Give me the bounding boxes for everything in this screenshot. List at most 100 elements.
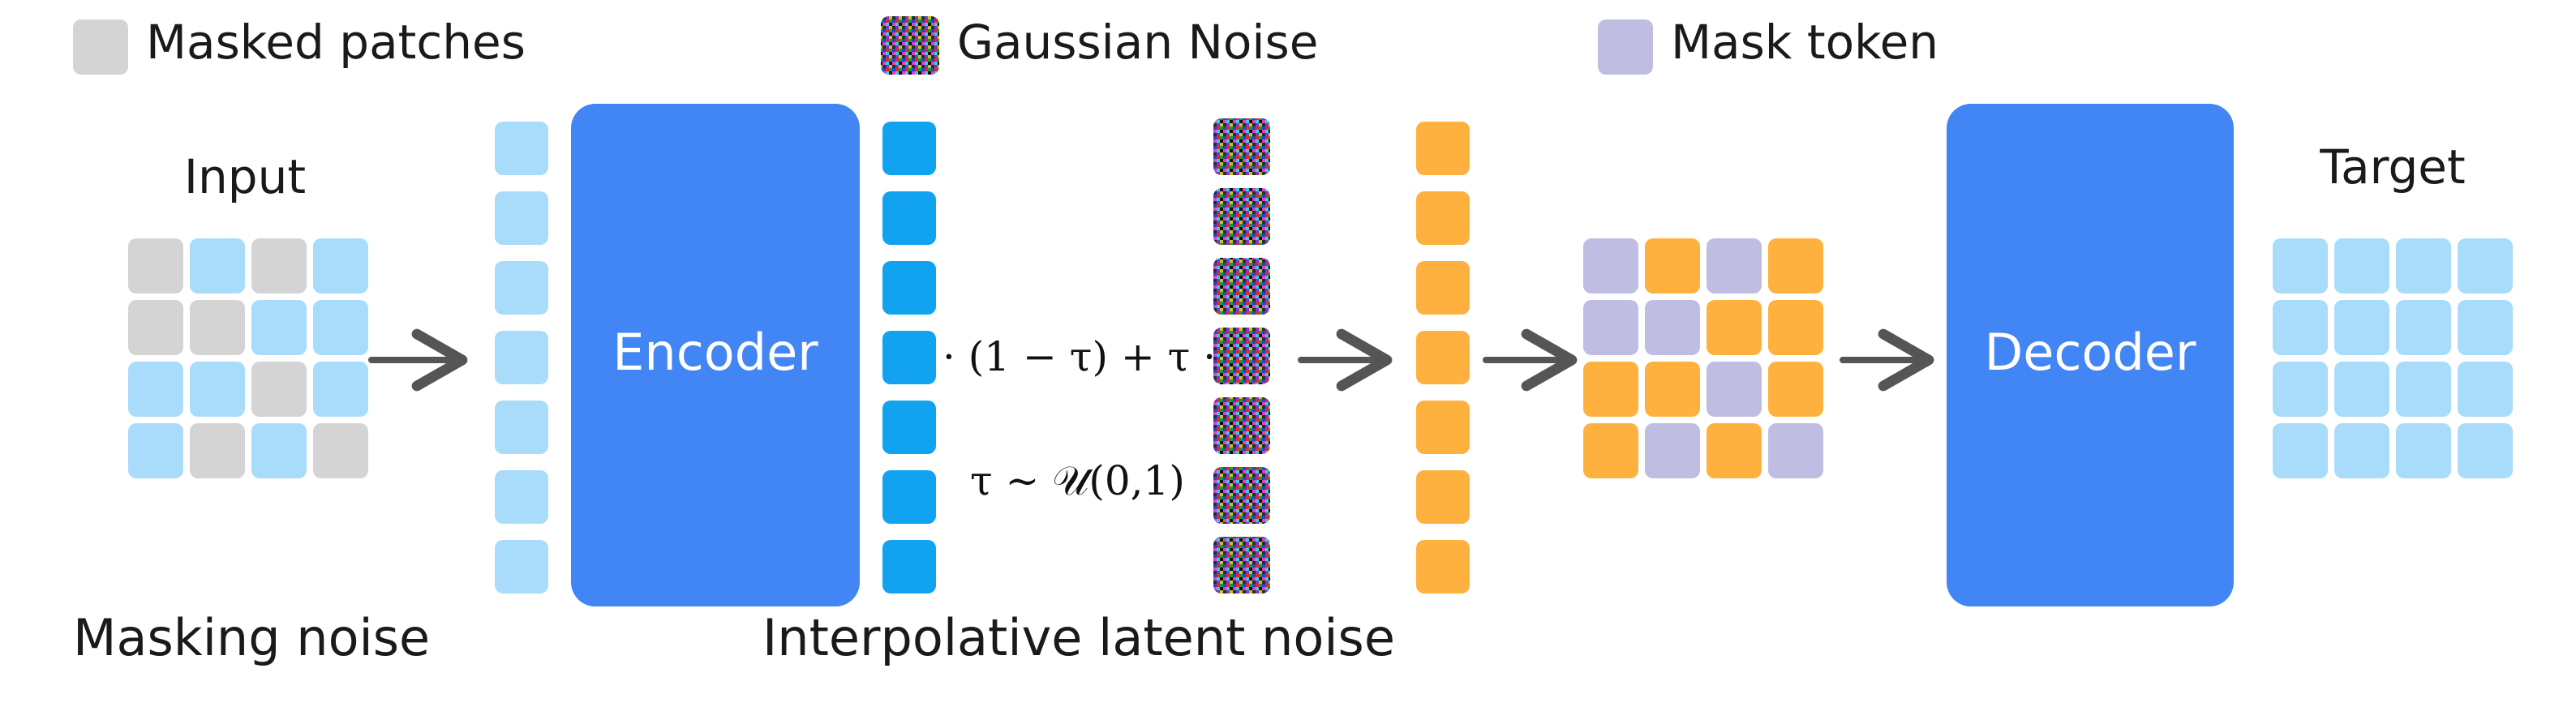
decoder-input-patch-mask xyxy=(1583,300,1638,355)
gaussian-noise-column xyxy=(1213,118,1270,593)
target-patch-visible xyxy=(2458,362,2513,417)
legend-masked-label: Masked patches xyxy=(146,15,526,70)
noised-token xyxy=(1416,470,1470,524)
target-patch-grid xyxy=(2273,238,2513,478)
noised-token xyxy=(1416,401,1470,454)
encoder-label: Encoder xyxy=(612,323,818,382)
visible-token-column xyxy=(495,122,548,593)
target-patch-visible xyxy=(2273,362,2328,417)
target-patch-visible xyxy=(2458,238,2513,294)
target-patch-visible xyxy=(2273,423,2328,478)
visible-token xyxy=(495,331,548,384)
visible-token xyxy=(495,261,548,315)
encoder-token xyxy=(882,191,936,245)
legend-mask-token-swatch xyxy=(1598,19,1653,75)
gaussian-noise-icon xyxy=(881,16,939,75)
gaussian-noise-icon xyxy=(1213,397,1270,454)
gaussian-noise-icon xyxy=(1213,537,1270,593)
encoder-token xyxy=(882,122,936,175)
decoder-input-patch-latent xyxy=(1768,362,1823,417)
noised-token xyxy=(1416,191,1470,245)
interpolative-noise-caption: Interpolative latent noise xyxy=(762,608,1395,667)
legend-noise-label: Gaussian Noise xyxy=(957,15,1318,70)
legend-mask-token-label: Mask token xyxy=(1671,15,1938,70)
input-patch-visible xyxy=(190,362,245,417)
input-label: Input xyxy=(184,149,306,204)
encoder-token xyxy=(882,470,936,524)
decoder-input-grid xyxy=(1583,238,1823,478)
noised-token xyxy=(1416,540,1470,593)
noised-token xyxy=(1416,331,1470,384)
decoder-input-patch-latent xyxy=(1583,423,1638,478)
gaussian-noise-icon xyxy=(1213,467,1270,524)
decoder-input-patch-latent xyxy=(1707,300,1762,355)
noised-latent-token-column xyxy=(1416,122,1470,593)
input-patch-visible xyxy=(190,238,245,294)
input-patch-masked xyxy=(313,423,368,478)
target-patch-visible xyxy=(2396,238,2451,294)
decoder-label: Decoder xyxy=(1985,323,2196,382)
encoder-token xyxy=(882,261,936,315)
decoder-input-patch-mask xyxy=(1768,423,1823,478)
visible-token xyxy=(495,470,548,524)
target-patch-visible xyxy=(2396,423,2451,478)
target-patch-visible xyxy=(2458,300,2513,355)
target-patch-visible xyxy=(2334,423,2389,478)
target-patch-visible xyxy=(2396,362,2451,417)
decoder-input-patch-mask xyxy=(1707,362,1762,417)
visible-token xyxy=(495,122,548,175)
decoder-input-patch-latent xyxy=(1768,300,1823,355)
target-patch-visible xyxy=(2396,300,2451,355)
encoder-token xyxy=(882,401,936,454)
tau-distribution: τ ∼ 𝒰(0,1) xyxy=(970,457,1185,504)
visible-token xyxy=(495,540,548,593)
noised-token xyxy=(1416,261,1470,315)
decoder-input-patch-latent xyxy=(1645,362,1700,417)
input-patch-masked xyxy=(190,300,245,355)
encoder-token xyxy=(882,331,936,384)
interpolation-formula: · (1 − τ) + τ · xyxy=(942,333,1216,380)
noised-token xyxy=(1416,122,1470,175)
decoder-block xyxy=(1947,104,2234,606)
gaussian-noise-icon xyxy=(1213,258,1270,315)
decoder-input-patch-latent xyxy=(1707,423,1762,478)
decoder-input-patch-mask xyxy=(1583,238,1638,294)
input-patch-visible xyxy=(251,300,307,355)
decoder-input-patch-mask xyxy=(1645,423,1700,478)
gaussian-noise-icon xyxy=(1213,118,1270,175)
encoder-token xyxy=(882,540,936,593)
target-patch-visible xyxy=(2334,362,2389,417)
target-patch-visible xyxy=(2334,238,2389,294)
input-patch-visible xyxy=(313,300,368,355)
visible-token xyxy=(495,401,548,454)
input-patch-masked xyxy=(128,238,183,294)
decoder-input-patch-mask xyxy=(1645,300,1700,355)
target-label: Target xyxy=(2319,139,2465,195)
input-patch-visible xyxy=(128,423,183,478)
decoder-input-patch-mask xyxy=(1707,238,1762,294)
encoder-block xyxy=(571,104,860,606)
decoder-input-patch-latent xyxy=(1768,238,1823,294)
target-patch-visible xyxy=(2273,300,2328,355)
target-patch-visible xyxy=(2273,238,2328,294)
visible-token xyxy=(495,191,548,245)
input-patch-masked xyxy=(251,362,307,417)
input-patch-grid xyxy=(128,238,368,478)
input-patch-visible xyxy=(313,362,368,417)
input-patch-masked xyxy=(190,423,245,478)
legend-masked-swatch xyxy=(73,19,128,75)
gaussian-noise-icon xyxy=(1213,188,1270,245)
input-patch-masked xyxy=(128,300,183,355)
decoder-input-patch-latent xyxy=(1645,238,1700,294)
input-patch-visible xyxy=(128,362,183,417)
encoder-output-token-column xyxy=(882,122,936,593)
masking-noise-caption: Masking noise xyxy=(73,608,430,667)
gaussian-noise-icon xyxy=(1213,328,1270,384)
input-patch-masked xyxy=(251,238,307,294)
input-patch-visible xyxy=(251,423,307,478)
target-patch-visible xyxy=(2458,423,2513,478)
target-patch-visible xyxy=(2334,300,2389,355)
decoder-input-patch-latent xyxy=(1583,362,1638,417)
input-patch-visible xyxy=(313,238,368,294)
